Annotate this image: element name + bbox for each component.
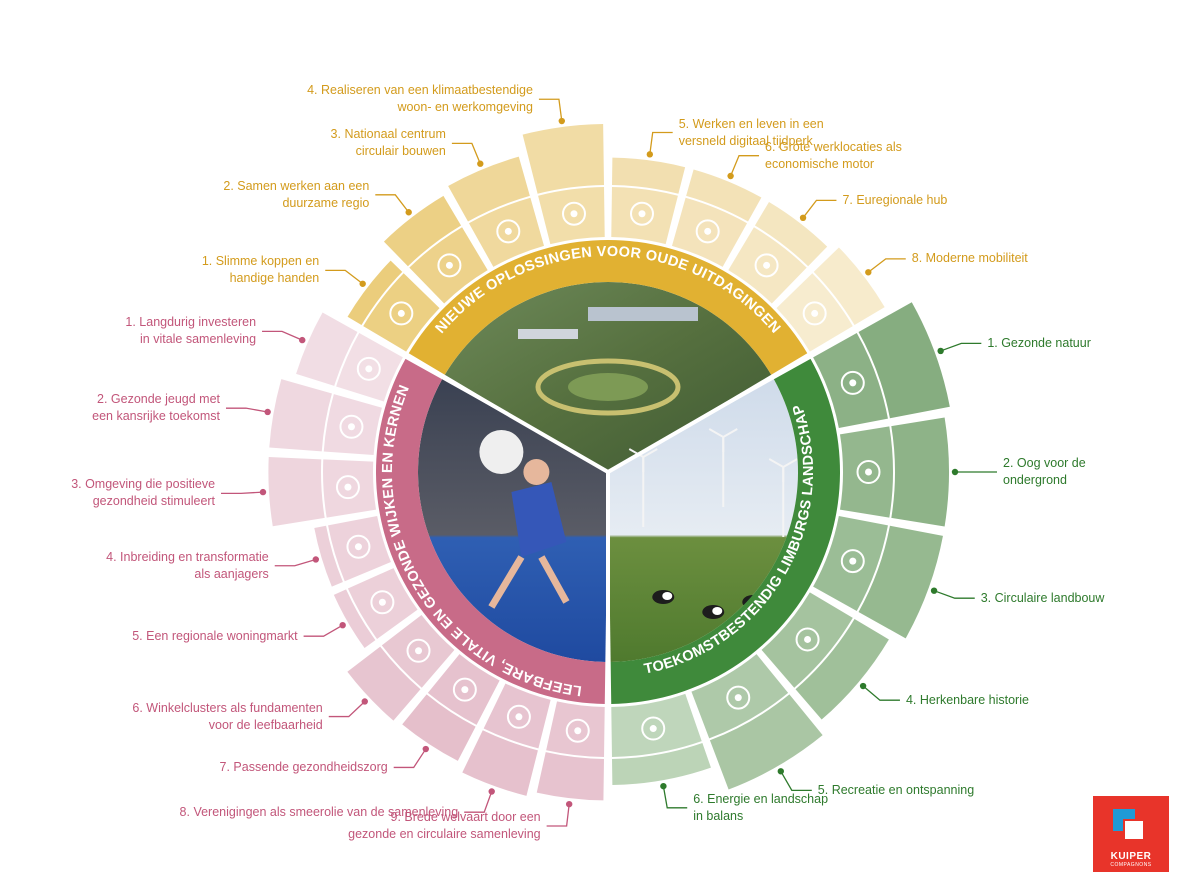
label-green-1: 1. Gezonde natuur <box>987 335 1091 350</box>
euro-arrow-icon <box>356 356 381 381</box>
walking-person-icon <box>335 475 360 500</box>
child-handball-photo-details <box>479 430 570 609</box>
label-pink-6: 4. Inbreiding en transformatie als aanja… <box>106 549 269 581</box>
segment-pink-7[interactable] <box>221 456 377 527</box>
segment-green-3[interactable] <box>813 516 975 639</box>
segment-pink-5[interactable] <box>303 568 418 649</box>
segment-gold-7[interactable] <box>728 199 837 304</box>
segment-gold-8[interactable] <box>776 247 906 352</box>
group-gold: NIEUWE OPLOSSINGEN VOOR OUDE UITDAGINGEN <box>325 98 906 472</box>
raised-hands-icon <box>506 704 531 729</box>
shopping-basket-icon <box>406 638 431 663</box>
group-green: TOEKOMSTBESTENDIG LIMBURGS LANDSCHAP <box>608 302 997 809</box>
people-circle-icon <box>437 253 462 278</box>
label-pink-4: 6. Winkelclusters als fundamenten voor d… <box>132 700 323 732</box>
segment-gold-2[interactable] <box>375 194 488 304</box>
house-stars-icon <box>370 590 395 615</box>
electric-car-icon <box>802 301 827 326</box>
label-pink-1: 9. Brede welvaart door een gezonde en ci… <box>348 809 541 841</box>
group-divider <box>295 290 610 474</box>
label-green-5: 5. Recreatie en ontspanning <box>817 782 975 797</box>
label-pink-5: 5. Een regionale woningmarkt <box>132 628 298 643</box>
segment-pink-9[interactable] <box>262 312 403 402</box>
label-green-3: 3. Circulaire landbouw <box>980 590 1105 605</box>
recycle-crane-icon <box>496 219 521 244</box>
segment-pink-1[interactable] <box>536 701 605 827</box>
segment-pink-4[interactable] <box>328 614 455 721</box>
label-gold-2: 2. Samen werken aan een duurzame regio <box>223 178 370 210</box>
heart-pulse-icon <box>452 677 477 702</box>
cyclist-icon <box>726 685 751 710</box>
cloud-network-icon <box>630 201 655 226</box>
ring-gold <box>408 240 808 375</box>
hand-plant-icon <box>565 718 590 743</box>
ring-pink <box>376 358 606 704</box>
label-gold-8: 8. Moderne mobiliteit <box>911 251 1028 266</box>
label-gold-4: 4. Realiseren van een klimaatbestendige … <box>307 83 533 115</box>
segment-gold-5[interactable] <box>611 131 686 245</box>
label-green-6: 6. Energie en landschap in balans <box>693 791 829 823</box>
growth-chart-icon <box>695 219 720 244</box>
kuiper-logo: KUIPER COMPAGNONS <box>1093 796 1169 872</box>
label-gold-1: 1. Slimme koppen en handige handen <box>201 254 320 286</box>
logo-subtitle: COMPAGNONS <box>1110 862 1152 868</box>
aerial-campus-photo-details <box>518 307 698 416</box>
logo-white-square <box>1123 819 1145 841</box>
label-pink-8: 2. Gezonde jeugd met een kansrijke toeko… <box>92 392 220 424</box>
segment-gold-3[interactable] <box>448 142 545 267</box>
segment-gold-1[interactable] <box>325 260 440 352</box>
child-balloon-icon <box>339 414 364 439</box>
label-pink-9: 1. Langdurig investeren in vitale samenl… <box>125 315 257 347</box>
segment-green-2[interactable] <box>839 417 997 527</box>
thermometer-icon <box>561 201 586 226</box>
logo-name: KUIPER <box>1110 851 1152 862</box>
label-gold-6: 6. Grote werklocaties als economische mo… <box>765 139 902 171</box>
segment-green-1[interactable] <box>813 302 982 428</box>
church-icon <box>795 627 820 652</box>
group-divider <box>607 290 921 474</box>
label-green-2: 2. Oog voor de ondergrond <box>1003 456 1086 487</box>
segment-pink-3[interactable] <box>393 654 500 769</box>
label-gold-5: 5. Werken en leven in een versneld digit… <box>678 116 824 148</box>
segment-green-5[interactable] <box>691 654 823 792</box>
ring-green <box>610 358 841 704</box>
segment-gold-6[interactable] <box>671 155 762 267</box>
buildings-icon <box>346 534 371 559</box>
segment-pink-2[interactable] <box>462 683 551 813</box>
label-pink-7: 3. Omgeving die positieve gezondheid sti… <box>71 477 216 509</box>
hand-plant-cycle-icon <box>840 549 865 574</box>
segment-green-6[interactable] <box>611 693 711 809</box>
label-gold-3: 3. Nationaal centrum circulair bouwen <box>330 127 446 159</box>
segment-pink-6[interactable] <box>274 516 391 587</box>
label-gold-7: 7. Euregionale hub <box>842 192 948 207</box>
windmill-tree-icon <box>641 716 666 741</box>
segment-gold-4[interactable] <box>522 98 605 245</box>
segment-pink-8[interactable] <box>225 379 382 456</box>
label-pink-3: 7. Passende gezondheidszorg <box>219 759 388 774</box>
eu-stars-icon <box>754 253 779 278</box>
label-green-4: 4. Herkenbare historie <box>905 692 1029 707</box>
soil-layers-icon <box>856 460 881 484</box>
segment-green-4[interactable] <box>761 592 900 720</box>
label-pink-2: 8. Verenigingen als smeerolie van de sam… <box>179 804 459 819</box>
head-gears-icon <box>389 301 414 326</box>
tree-icon <box>840 370 865 395</box>
